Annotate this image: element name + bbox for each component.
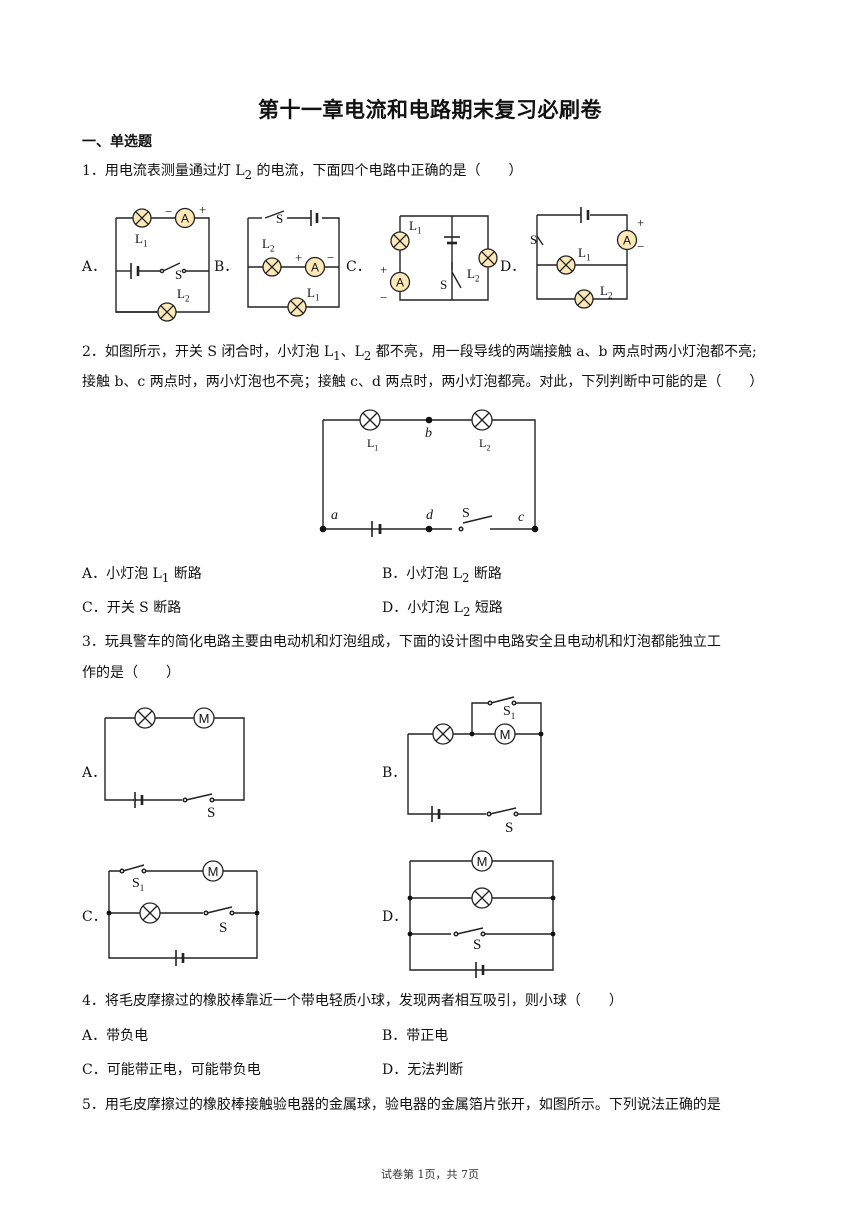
q2-option-b[interactable]: B．小灯泡 L2 断路 [382, 563, 502, 585]
q2-line1-mid: 、L [340, 344, 364, 360]
q2-label-l1: L [367, 436, 375, 450]
question-3-line-1: 3．玩具警车的简化电路主要由电动机和灯泡组成，下面的设计图中电路安全且电动机和灯… [82, 634, 721, 650]
q2-option-a[interactable]: A．小灯泡 L1 断路 [82, 563, 202, 585]
q2-label-l2: L [479, 436, 487, 450]
q3-option-c-label: C． [82, 909, 107, 925]
q1-sub: 2 [244, 167, 253, 182]
q2-opt-a-pre: A．小灯泡 L [82, 566, 162, 582]
q3-circuit-a [104, 717, 245, 808]
question-2-line-1: 2．如图所示，开关 S 闭合时，小灯泡 L1、L2 都不亮，用一段导线的两端接触… [82, 341, 782, 367]
q1-circuit-c [399, 215, 489, 301]
q1-text-pre: 1．用电流表测量通过灯 L [82, 163, 245, 179]
q3-option-d-label: D． [382, 909, 408, 925]
q4-option-b[interactable]: B．带正电 [382, 1028, 449, 1044]
q2-label-a: a [331, 508, 338, 523]
q2-option-d[interactable]: D．小灯泡 L2 短路 [382, 597, 503, 619]
question-2-line-2: 接触 b、c 两点时，两小灯泡也不亮；接触 c、d 两点时，两小灯泡都亮。对此，… [82, 374, 764, 390]
q2-opt-b-pre: B．小灯泡 L [382, 566, 463, 582]
q2-opt-d-pre: D．小灯泡 L [382, 600, 463, 616]
q4-option-d[interactable]: D．无法判断 [382, 1062, 464, 1078]
q2-circuit [322, 419, 536, 537]
q2-opt-d-post: 短路 [470, 600, 503, 616]
switch-blades [119, 526, 519, 937]
question-5-text: 5．用毛皮摩擦过的橡胶棒接触验电器的金属球，验电器的金属箔片张开，如图所示。下列… [82, 1097, 721, 1113]
q2-line1-pre: 2．如图所示，开关 S 闭合时，小灯泡 L [82, 344, 334, 360]
q1-option-d-label: D． [500, 259, 526, 275]
q3-circuit-b [407, 702, 542, 822]
q2-sub2: 2 [363, 348, 372, 363]
q3-option-b-label: B． [382, 765, 407, 781]
page-footer: 试卷第 1页，共 7页 [381, 1168, 479, 1181]
q3-option-a-label: A． [82, 765, 107, 781]
q3-circuit-d [409, 860, 554, 978]
q1-option-b-label: B． [214, 259, 239, 275]
q1-circuit-d [536, 207, 628, 300]
q2-opt-b-post: 断路 [469, 566, 502, 582]
q2-opt-b-sub: 2 [462, 570, 470, 585]
q4-option-a[interactable]: A．带负电 [82, 1028, 149, 1044]
q1-circuit-b [247, 210, 340, 308]
q3-circuit-c [108, 870, 258, 966]
q2-line1-post: 都不亮，用一段导线的两端接触 a、b 两点时两小灯泡都不亮; [371, 344, 757, 360]
q2-opt-a-sub: 1 [161, 570, 170, 585]
q2-label-s: S [462, 506, 470, 521]
q2-label-d: d [426, 508, 433, 523]
q1-circuit-a [115, 217, 210, 313]
section-heading: 一、单选题 [82, 134, 152, 150]
q2-opt-d-sub: 2 [462, 604, 471, 619]
q1-option-a-label: A． [82, 259, 107, 275]
q2-opt-a-post: 断路 [169, 566, 202, 582]
q4-option-c[interactable]: C．可能带正电，可能带负电 [82, 1062, 261, 1078]
q2-label-c: c [518, 510, 525, 525]
q2-opt-c-pre: C．开关 S 断路 [82, 600, 182, 616]
q2-label-b: b [425, 426, 432, 441]
q1-text-post: 的电流，下面四个电路中正确的是（ ） [252, 163, 523, 179]
q2-option-c[interactable]: C．开关 S 断路 [82, 597, 181, 617]
question-3-line-2: 作的是（ ） [82, 665, 180, 681]
page-title: 第十一章电流和电路期末复习必刷卷 [258, 97, 602, 122]
q1-option-c-label: C． [346, 259, 371, 275]
question-4-text: 4．将毛皮摩擦过的橡胶棒靠近一个带电轻质小球，发现两者相互吸引，则小球（ ） [82, 993, 623, 1009]
question-1-text: 1．用电流表测量通过灯 L2 的电流，下面四个电路中正确的是（ ） [82, 160, 782, 186]
q2-sub1: 1 [333, 348, 341, 363]
